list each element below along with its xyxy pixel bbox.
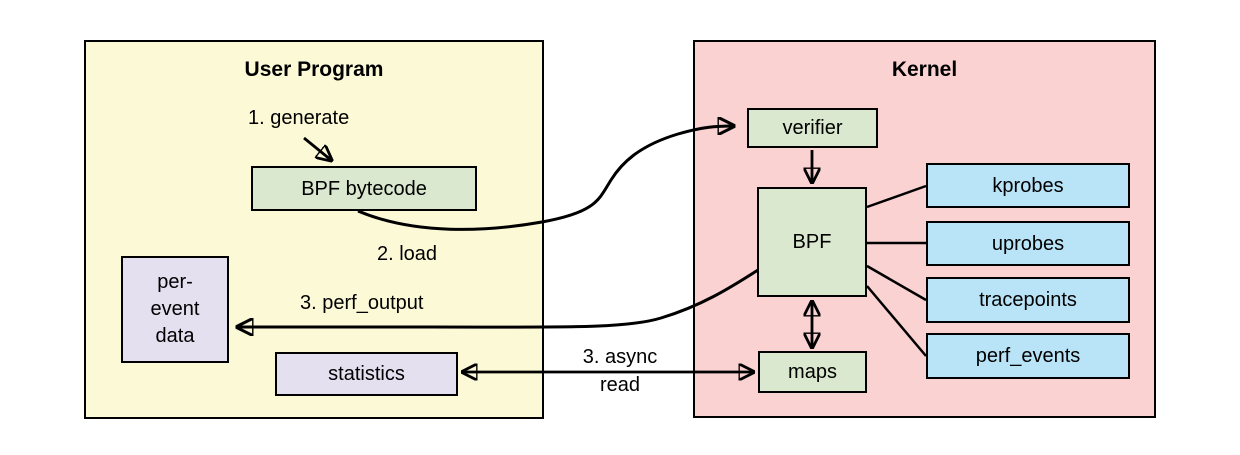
bpf-node: BPF xyxy=(757,187,867,297)
per-event-line-1: per- xyxy=(157,271,193,293)
step-perf-output-label: 3. perf_output xyxy=(300,292,424,314)
per-event-line-3: data xyxy=(155,325,195,347)
bpf-label: BPF xyxy=(792,231,832,253)
bpf-bytecode-label: BPF bytecode xyxy=(301,177,427,200)
step-generate-label: 1. generate xyxy=(248,107,350,129)
uprobes-label: uprobes xyxy=(991,232,1065,255)
per-event-line-2: event xyxy=(150,298,200,320)
bpf-bytecode-node: BPF bytecode xyxy=(251,166,477,211)
kprobes-label: kprobes xyxy=(992,174,1064,197)
tracepoints-label: tracepoints xyxy=(979,289,1077,311)
step-async-read-label: 3. async read xyxy=(568,343,672,399)
async-read-line-1: 3. async xyxy=(582,346,658,368)
tracepoints-node: tracepoints xyxy=(926,277,1130,323)
step-load-label: 2. load xyxy=(377,243,438,265)
async-read-line-2: read xyxy=(599,374,641,396)
maps-node: maps xyxy=(758,351,867,393)
per-event-data-node: per- event data xyxy=(121,256,229,363)
perf-events-label: perf_events xyxy=(975,345,1081,367)
maps-label: maps xyxy=(788,361,837,383)
uprobes-node: uprobes xyxy=(926,221,1130,266)
perf-events-node: perf_events xyxy=(926,333,1130,379)
verifier-label: verifier xyxy=(782,117,843,139)
statistics-node: statistics xyxy=(275,352,458,396)
statistics-label: statistics xyxy=(328,363,405,385)
kernel-title: Kernel xyxy=(891,58,958,81)
verifier-node: verifier xyxy=(747,108,878,148)
kprobes-node: kprobes xyxy=(926,163,1130,208)
user-program-title: User Program xyxy=(244,58,384,81)
